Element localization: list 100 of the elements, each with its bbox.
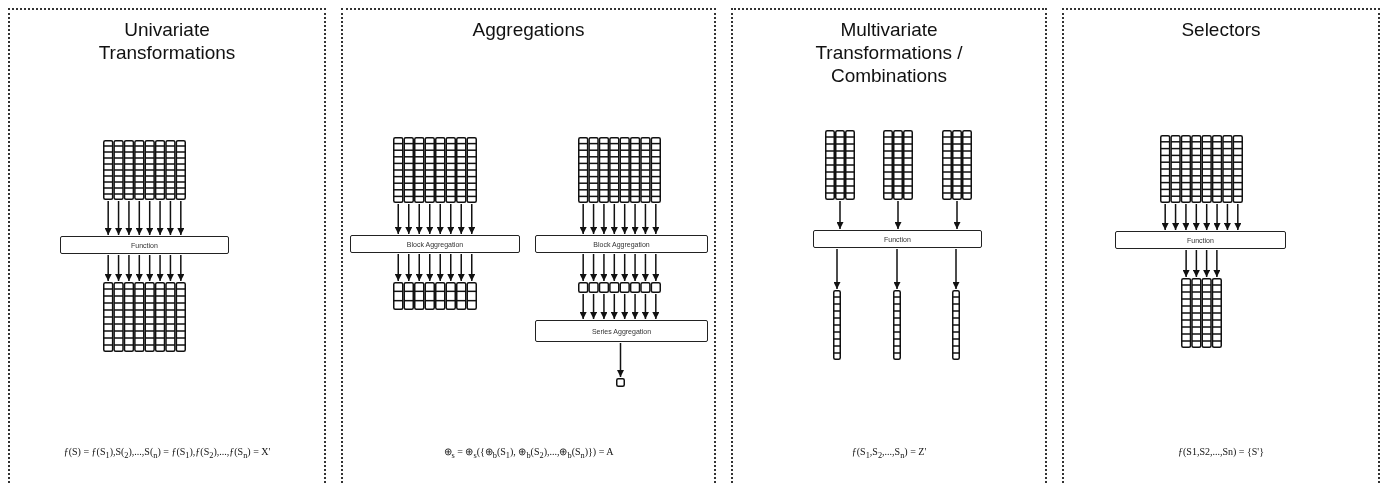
panel [731,8,1047,483]
arrow [104,254,112,282]
panel-title: Multivariate Transformations / Combinations [814,18,964,87]
arrow [1234,203,1242,231]
arrow [600,203,608,235]
arrow [166,200,174,236]
arrow [135,254,143,282]
arrow [125,254,133,282]
arrow [952,248,960,290]
arrow [579,293,587,320]
arrow [115,200,123,236]
arrow [457,203,465,235]
arrow [621,253,629,282]
data-grid [578,137,661,203]
arrow [621,203,629,235]
arrow [405,203,413,235]
arrow [641,253,649,282]
arrow [1213,203,1221,231]
arrow [457,253,465,282]
arrow [146,200,154,236]
arrow [394,253,402,282]
data-grid [1181,278,1222,348]
arrow [1192,249,1200,278]
arrow [1223,203,1231,231]
arrow [590,203,598,235]
arrow [1161,203,1169,231]
arrow [610,203,618,235]
arrow [953,200,961,230]
arrow [104,200,112,236]
arrow [590,293,598,320]
arrow [447,203,455,235]
data-grid [393,137,477,203]
arrow [447,253,455,282]
arrow [621,293,629,320]
data-grid [952,290,960,360]
panel [341,8,716,483]
data-grid [578,282,661,293]
arrow [177,200,185,236]
arrow [1182,203,1190,231]
arrow [415,253,423,282]
arrow [405,253,413,282]
arrow [436,253,444,282]
data-grid [103,140,186,200]
data-grid [825,130,855,200]
data-grid [893,290,901,360]
arrow [631,203,639,235]
arrow [177,254,185,282]
arrow [836,200,844,230]
arrow [641,203,649,235]
arrow [135,200,143,236]
arrow [166,254,174,282]
data-grid [942,130,972,200]
arrow [893,248,901,290]
arrow [610,253,618,282]
arrow [610,293,618,320]
arrow [579,253,587,282]
arrow [652,203,660,235]
panel-title: Univariate Transformations [97,18,237,64]
arrow [579,203,587,235]
panel [8,8,326,483]
arrow [156,254,164,282]
formula: ƒ(S$_{1}$,S$_{2}$,...,S$_{n}$) = Z' [851,446,927,460]
arrow [600,253,608,282]
formula: ⊕$_{s}$ = ⊕$_{s}$({⊕$_{b}$(S$_{1}$), ⊕$_{b}$(S$_{2}$),...,⊕$_{b}$(S$_{n}$)}) = A [443,446,614,460]
arrow [1182,249,1190,278]
arrow [468,253,476,282]
arrow [641,293,649,320]
data-grid [883,130,913,200]
arrow [1172,203,1180,231]
arrow [468,203,476,235]
arrow [652,293,660,320]
arrow [617,342,624,378]
arrow [600,293,608,320]
arrow [156,200,164,236]
data-grid [393,282,477,310]
arrow [631,293,639,320]
arrow [652,253,660,282]
arrow [146,254,154,282]
arrow [894,200,902,230]
data-cell [616,378,625,387]
arrow [426,203,434,235]
arrow [1192,203,1200,231]
arrow [426,253,434,282]
formula: ƒ(S) = ƒ(S$_{1}$),S($_{2}$),...,S($_{n}$) = ƒ(S$_{1}$),ƒ(S$_{2}$),...,ƒ(S$_{n}$) = X' [63,446,271,460]
arrow [1203,249,1211,278]
data-grid [1160,135,1243,203]
arrow [436,203,444,235]
arrow [631,253,639,282]
arrow [394,203,402,235]
panel [1062,8,1380,483]
arrow [1203,203,1211,231]
formula: ƒ(S1,S2,...,Sn) = {S'} [1178,446,1264,457]
arrow [1213,249,1221,278]
data-grid [833,290,841,360]
arrow [590,253,598,282]
arrow [125,200,133,236]
arrow [415,203,423,235]
panel-title: Aggregations [471,18,586,41]
arrow [115,254,123,282]
arrow [833,248,841,290]
